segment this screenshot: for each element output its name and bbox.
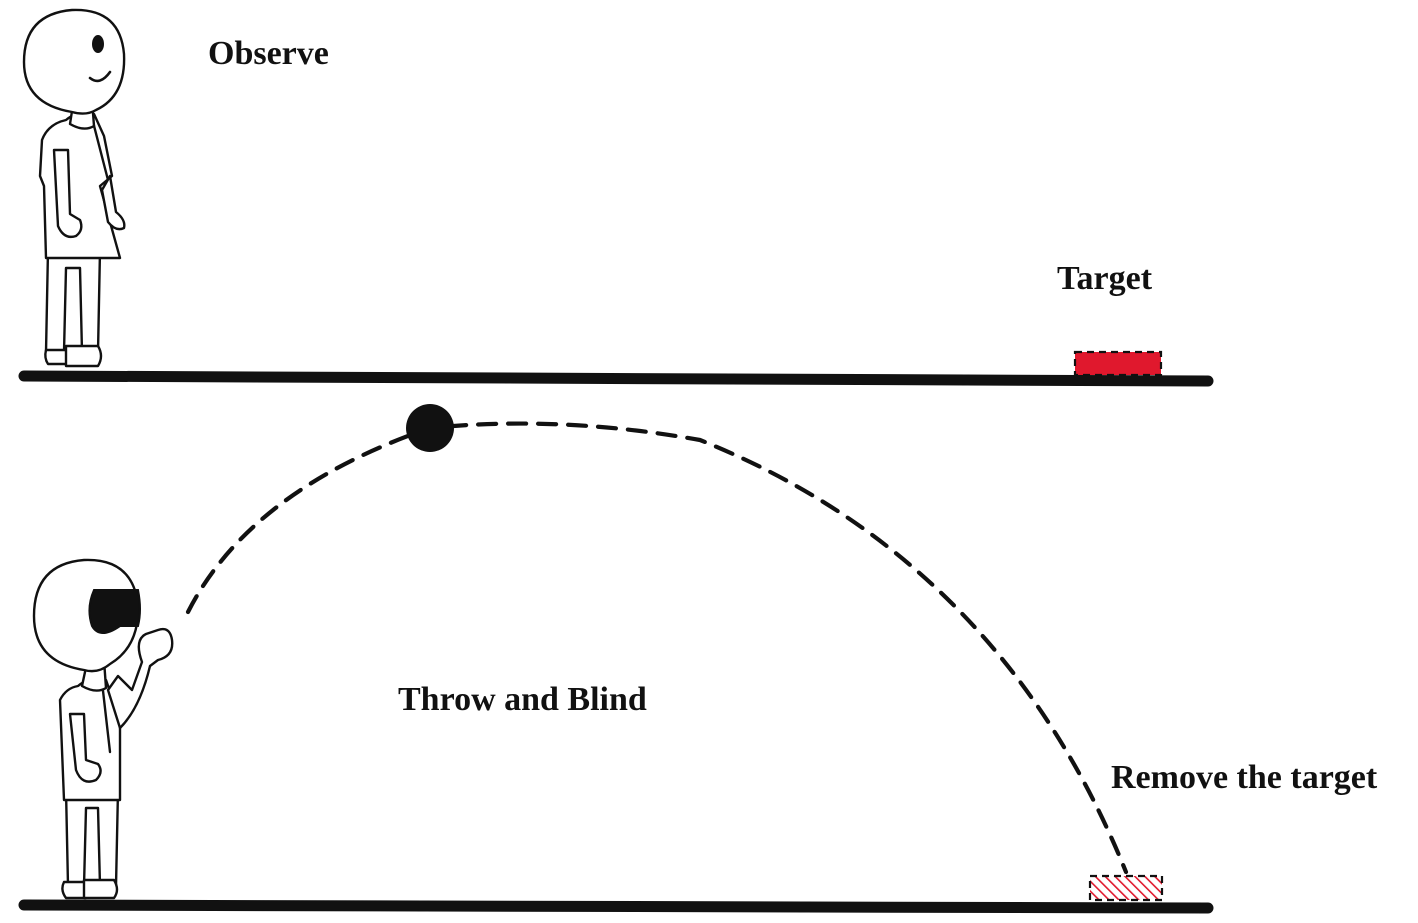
observe-scene: Observe Target xyxy=(18,8,1214,387)
observer-legs xyxy=(44,248,102,354)
removed-target-marker-icon xyxy=(1088,874,1164,902)
target-marker-icon xyxy=(1073,350,1163,377)
ground-line-bottom xyxy=(18,899,1214,914)
thrower-arm-raised xyxy=(106,627,174,730)
observer-feet xyxy=(44,348,69,366)
observer-person-icon xyxy=(22,8,126,368)
observer-hand-front xyxy=(100,174,126,231)
throw-and-blind-label: Throw and Blind xyxy=(398,681,647,718)
thrower-legs xyxy=(64,788,120,888)
observer-eye-icon xyxy=(92,35,104,53)
throw-scene: Throw and Blind Remove the target xyxy=(18,404,1378,914)
thrower-person-icon xyxy=(32,558,174,900)
observer-smile-icon xyxy=(88,70,112,83)
target-label: Target xyxy=(1057,260,1153,297)
observe-label: Observe xyxy=(208,35,329,72)
ball-trajectory xyxy=(185,421,1129,875)
ball-icon xyxy=(406,404,454,452)
remove-target-label: Remove the target xyxy=(1111,759,1378,796)
observer-head xyxy=(22,8,126,115)
blindfold-icon xyxy=(88,589,141,634)
observer-arm-back xyxy=(52,148,83,239)
thrower-head xyxy=(32,558,140,673)
thrower-arm-back xyxy=(68,712,102,783)
ground-line-top xyxy=(18,370,1214,387)
thrower-feet xyxy=(61,880,88,900)
